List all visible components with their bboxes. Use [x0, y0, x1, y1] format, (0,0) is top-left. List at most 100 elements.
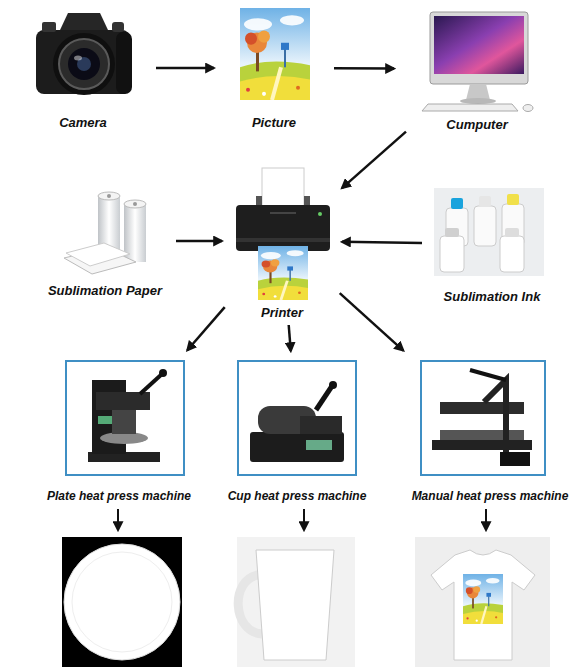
flow-arrow: [342, 132, 406, 188]
camera-illustration: [36, 13, 132, 95]
ink-illustration: [434, 188, 544, 276]
paper-node: Sublimation Paper: [40, 182, 170, 300]
mug-product-part: [256, 550, 334, 660]
printer-illustration-part: [236, 205, 330, 251]
plate-press-illustration-part: [66, 361, 184, 475]
node-label: Printer: [261, 305, 303, 322]
cup-press-illustration-part: [300, 416, 342, 434]
cup-press-illustration-part: [316, 386, 332, 410]
manual-press-illustration-part: [470, 370, 506, 380]
camera-illustration-part: [112, 22, 124, 32]
manual-press-illustration-part: [500, 452, 530, 466]
tshirt-product-part: [415, 537, 550, 667]
product-arrows-part: [485, 509, 487, 530]
mug-product-part: [262, 556, 328, 656]
ink-illustration-part: [445, 228, 459, 237]
camera-illustration-part: [74, 56, 82, 61]
paper-illustration-part: [98, 192, 120, 200]
picture-illustration-part: [240, 8, 310, 100]
mug-product: [237, 537, 355, 667]
tshirt-product-part: [431, 550, 535, 660]
camera-illustration-part: [36, 30, 130, 94]
plate-product-part: [62, 537, 182, 667]
product-arrows: [118, 509, 486, 530]
ink-illustration-part: [500, 236, 524, 272]
camera-illustration-part: [60, 13, 108, 30]
ink-illustration-part: [451, 198, 463, 209]
plate-product-part: [64, 544, 180, 660]
printer-illustration-part: [270, 212, 296, 214]
camera-illustration-part: [116, 32, 132, 94]
printer-illustration: [236, 168, 330, 300]
paper-illustration-part: [107, 194, 111, 198]
ink-illustration-part: [507, 194, 519, 205]
ink-illustration-part: [474, 206, 496, 246]
plate-product-part: [72, 552, 172, 652]
paper-illustration: [64, 192, 146, 274]
cup-press-illustration-part: [238, 361, 356, 475]
node-label: Sublimation Ink: [444, 289, 541, 306]
node-label: Camera: [59, 115, 107, 132]
paper-illustration-part: [124, 200, 146, 208]
picture-node: Picture: [232, 4, 316, 132]
ink-illustration-part: [479, 196, 491, 207]
manual-press-illustration-part: [421, 361, 545, 475]
computer-illustration: [422, 12, 533, 112]
manual-press-illustration-part: [432, 440, 532, 450]
computer-illustration-part: [523, 105, 533, 112]
cup-press-illustration-part: [306, 440, 332, 450]
press-node: Cup heat press machine: [222, 354, 372, 504]
ink-illustration-part: [434, 188, 544, 276]
node-label: Sublimation Paper: [48, 283, 162, 300]
product-arrows-part: [303, 509, 305, 530]
manual-press-illustration-part: [440, 430, 524, 440]
plate-press-illustration-part: [112, 410, 136, 434]
manual-press-illustration: [421, 361, 545, 475]
plate-product: [62, 537, 182, 667]
printer-illustration-part: [236, 238, 330, 242]
camera-node: Camera: [28, 4, 138, 132]
cup-press-illustration-part: [250, 432, 344, 462]
flow-arrow: [187, 307, 224, 350]
paper-illustration-part: [133, 202, 137, 206]
camera-illustration-part: [59, 39, 109, 89]
node-label: Manual heat press machine: [412, 489, 569, 504]
ink-node: Sublimation Ink: [428, 182, 556, 306]
node-label: Picture: [252, 115, 296, 132]
flow-arrow: [289, 325, 291, 351]
press-node: Plate heat press machine: [44, 354, 195, 504]
camera-illustration-part: [42, 22, 56, 32]
plate-press-illustration-part: [140, 374, 162, 394]
cup-press-illustration-part: [329, 381, 337, 389]
computer-illustration-part: [460, 98, 496, 104]
cup-press-illustration: [238, 361, 356, 475]
manual-press-illustration-part: [484, 380, 506, 452]
ink-illustration-part: [505, 228, 519, 237]
flow-arrow: [340, 293, 404, 350]
computer-illustration-part: [466, 84, 490, 100]
press-node: Manual heat press machine: [400, 354, 580, 504]
computer-illustration-part: [430, 12, 528, 84]
plate-press-illustration: [66, 361, 184, 475]
ink-illustration-part: [440, 236, 464, 272]
plate-product-part: [80, 560, 164, 644]
flow-arrow: [342, 242, 422, 243]
printer-illustration-part: [258, 246, 308, 300]
plate-press-illustration-part: [159, 369, 167, 377]
paper-illustration-part: [66, 243, 130, 266]
manual-press-illustration-part: [440, 402, 524, 414]
node-label: Plate heat press machine: [47, 489, 191, 504]
computer-illustration-part: [434, 16, 524, 74]
flow-arrow: [176, 240, 222, 243]
camera-illustration-part: [68, 48, 100, 80]
flow-arrow: [156, 67, 214, 70]
picture-illustration: [240, 8, 310, 100]
computer-illustration-part: [422, 104, 518, 111]
computer-node: Cumputer: [412, 4, 542, 134]
tshirt-product-part: [463, 574, 503, 624]
product-arrows-part: [117, 509, 119, 530]
flow-arrow: [334, 67, 394, 70]
